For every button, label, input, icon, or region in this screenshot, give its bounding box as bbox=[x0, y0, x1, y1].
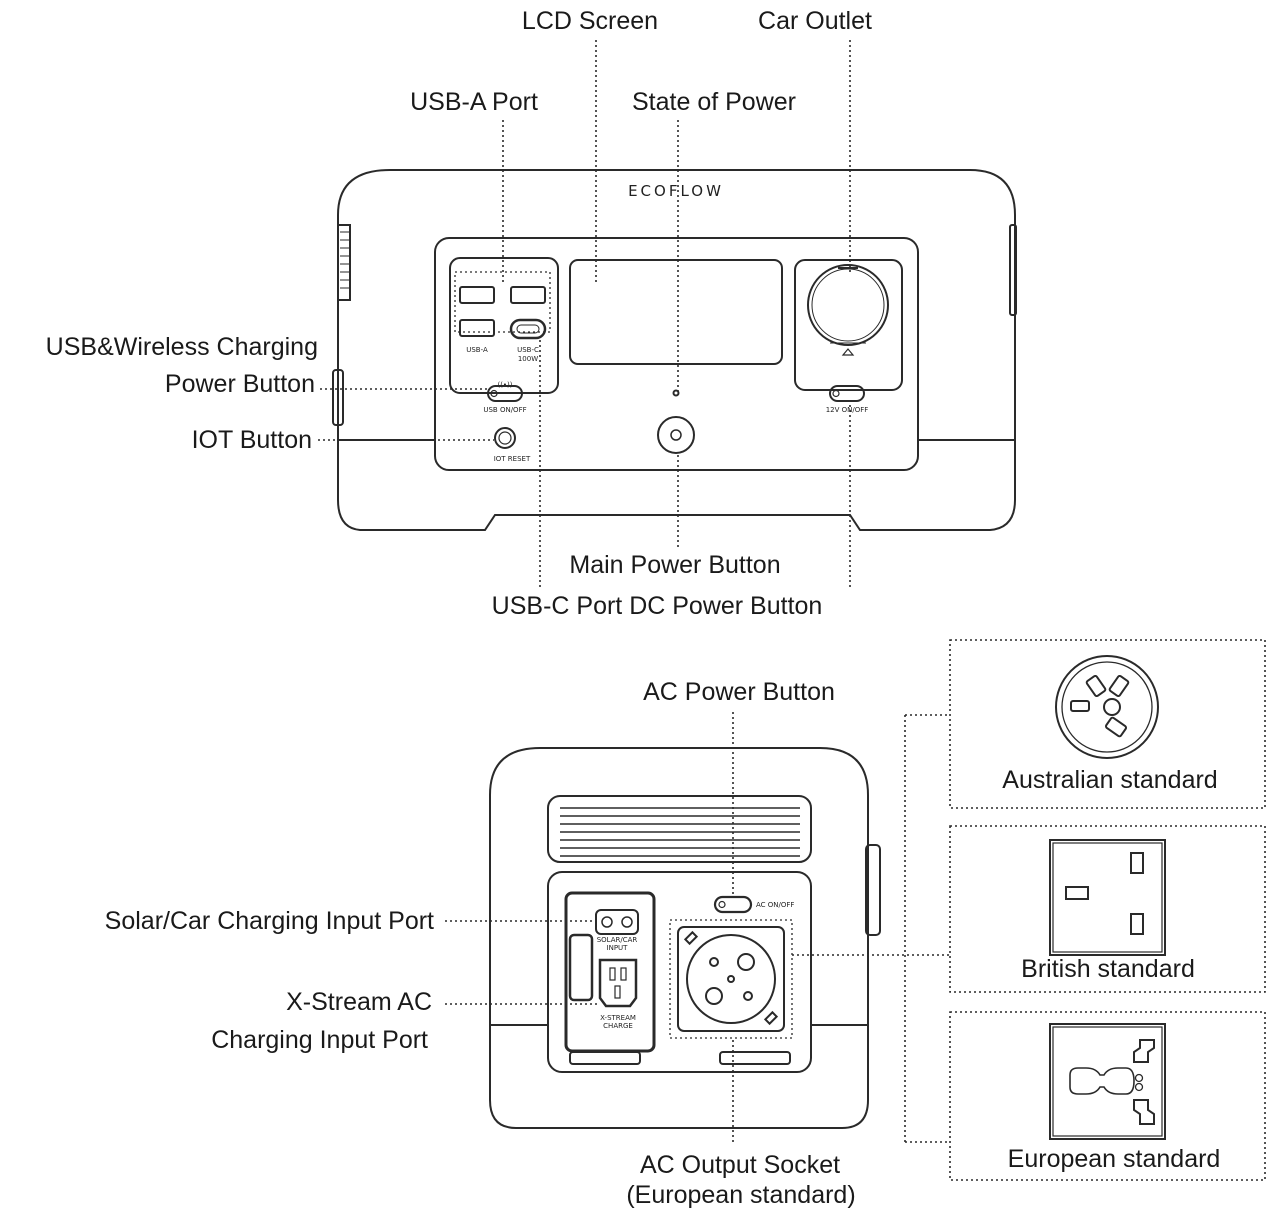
label-xstream-line1: X-Stream AC bbox=[286, 988, 432, 1016]
main-power-button[interactable] bbox=[657, 416, 695, 454]
solar-car-input-port[interactable] bbox=[595, 909, 639, 935]
label-main-power-button: Main Power Button bbox=[569, 551, 781, 579]
ac-output-socket[interactable] bbox=[677, 926, 785, 1032]
label-iot-button: IOT Button bbox=[191, 426, 312, 454]
print-iot-reset: IOT RESET bbox=[494, 455, 531, 463]
label-ac-output-line2: (European standard) bbox=[626, 1181, 856, 1209]
front-unit: ((•)) bbox=[332, 169, 1017, 531]
rear-vent-panel bbox=[547, 795, 812, 863]
print-dc-onoff: 12V ON/OFF bbox=[826, 406, 869, 414]
ac-power-button[interactable] bbox=[713, 895, 753, 914]
state-of-power-indicator bbox=[672, 389, 680, 397]
front-control-panel bbox=[434, 237, 919, 471]
label-european-standard: European standard bbox=[1007, 1145, 1221, 1173]
label-usb-wireless-line1: USB&Wireless Charging bbox=[45, 333, 318, 361]
label-lcd-screen: LCD Screen bbox=[521, 7, 659, 35]
print-usbc-watt: 100W bbox=[518, 355, 538, 363]
print-usbc: USB-C bbox=[517, 346, 539, 354]
front-body-outline bbox=[337, 169, 1016, 531]
print-usb-onoff: USB ON/OFF bbox=[483, 406, 526, 414]
print-solar-input-2: INPUT bbox=[607, 944, 629, 952]
print-xstream-2: CHARGE bbox=[603, 1022, 633, 1030]
label-usbc-dc-power-button: USB-C Port DC Power Button bbox=[491, 592, 823, 620]
european-standard-box bbox=[949, 1011, 1266, 1181]
rear-leader-lines bbox=[445, 712, 950, 1145]
label-australian-standard: Australian standard bbox=[1002, 766, 1218, 794]
usb-a-port-3[interactable] bbox=[459, 319, 495, 337]
dc-power-button[interactable] bbox=[829, 385, 865, 402]
lcd-screen bbox=[569, 259, 783, 365]
usb-c-port[interactable] bbox=[509, 318, 547, 340]
xstream-ac-input-port[interactable] bbox=[598, 958, 638, 1008]
label-usb-a-port: USB-A Port bbox=[410, 88, 538, 116]
label-car-outlet: Car Outlet bbox=[758, 7, 872, 35]
usb-a-port-1[interactable] bbox=[459, 286, 495, 304]
car-outlet-socket[interactable] bbox=[807, 264, 889, 346]
british-standard-box bbox=[949, 825, 1266, 993]
print-ac-onoff: AC ON/OFF bbox=[756, 901, 794, 909]
usb-power-button[interactable] bbox=[487, 385, 523, 402]
print-solar-input: SOLAR/CAR bbox=[597, 936, 638, 944]
usb-a-port-2[interactable] bbox=[510, 286, 546, 304]
australian-standard-box bbox=[949, 639, 1266, 809]
label-solar-car-input: Solar/Car Charging Input Port bbox=[104, 907, 434, 935]
label-british-standard: British standard bbox=[1021, 955, 1195, 983]
front-leader-lines bbox=[318, 40, 851, 588]
rear-io-panel bbox=[547, 871, 812, 1073]
brand-logo: ECOFLOW bbox=[628, 182, 724, 200]
rear-body-outline bbox=[489, 747, 869, 1129]
print-xstream: X-STREAM bbox=[600, 1014, 636, 1022]
front-side-grip bbox=[338, 224, 351, 301]
iot-button[interactable] bbox=[494, 427, 516, 449]
label-usb-wireless-line2: Power Button bbox=[164, 370, 315, 398]
label-ac-power-button: AC Power Button bbox=[643, 678, 835, 706]
rear-unit bbox=[489, 747, 881, 1129]
label-ac-output-line1: AC Output Socket bbox=[639, 1151, 841, 1179]
print-usba: USB-A bbox=[466, 346, 488, 354]
label-xstream-line2: Charging Input Port bbox=[211, 1026, 428, 1054]
label-state-of-power: State of Power bbox=[632, 88, 796, 116]
